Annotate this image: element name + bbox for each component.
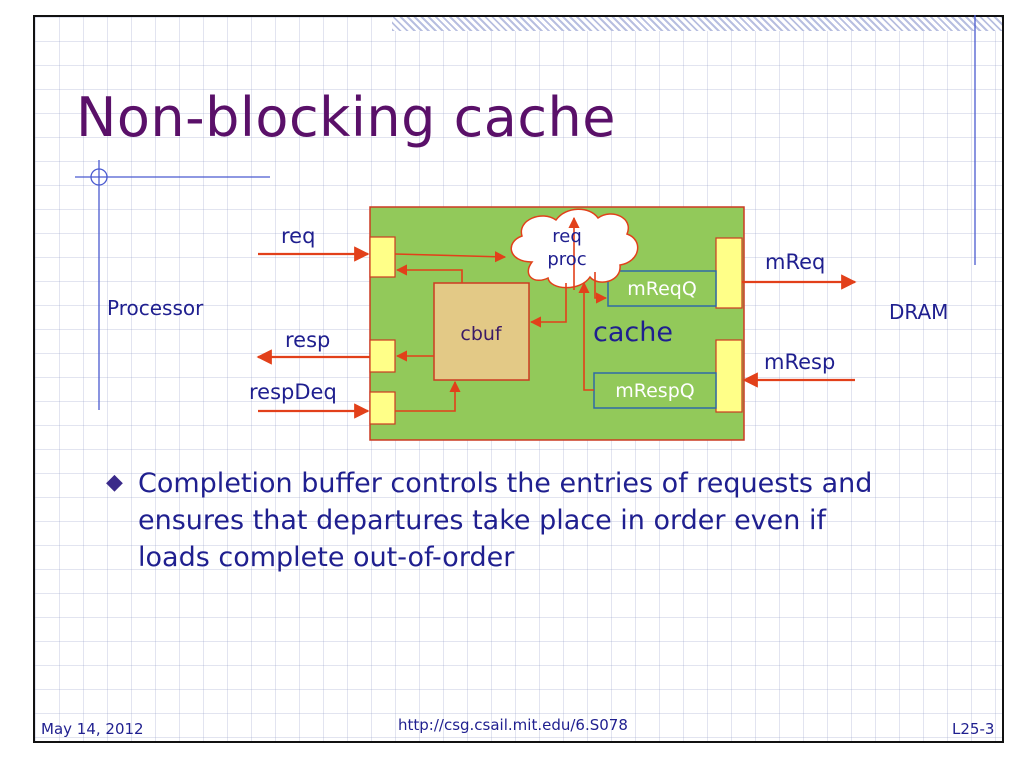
signal-mresp-label: mResp xyxy=(764,350,836,374)
slide-title: Non-blocking cache xyxy=(76,86,617,149)
cloud-label-req: req xyxy=(552,226,582,247)
mreq-port xyxy=(715,237,743,309)
header-hatch-band xyxy=(392,17,1002,31)
signal-respdeq-label: respDeq xyxy=(249,380,337,404)
bullet-item: Completion buffer controls the entries o… xyxy=(138,468,873,573)
cbuf-label: cbuf xyxy=(460,323,503,345)
respdeq-port xyxy=(369,391,396,425)
signal-resp-label: resp xyxy=(285,328,331,352)
diamond-bullet-icon: ◆ xyxy=(106,470,123,495)
mreqq-label: mReqQ xyxy=(627,278,697,300)
signal-mreq-label: mReq xyxy=(765,250,826,274)
footer-date: May 14, 2012 xyxy=(41,720,144,738)
req-port xyxy=(369,236,396,278)
cloud-label-proc: proc xyxy=(547,249,586,270)
footer-url: http://csg.csail.mit.edu/6.S078 xyxy=(398,716,628,734)
signal-req-label: req xyxy=(281,224,316,248)
mrespq-box xyxy=(593,372,717,409)
mrespq-label: mRespQ xyxy=(615,380,694,402)
dram-label: DRAM xyxy=(889,300,949,324)
cache-label: cache xyxy=(593,317,673,348)
cbuf-box xyxy=(433,282,530,381)
mresp-port xyxy=(715,339,743,413)
resp-port xyxy=(369,339,396,373)
footer-slide-number: L25-3 xyxy=(952,720,995,738)
mreqq-box xyxy=(607,270,717,307)
processor-label: Processor xyxy=(107,296,204,320)
bullet-text: Completion buffer controls the entries o… xyxy=(106,465,898,576)
